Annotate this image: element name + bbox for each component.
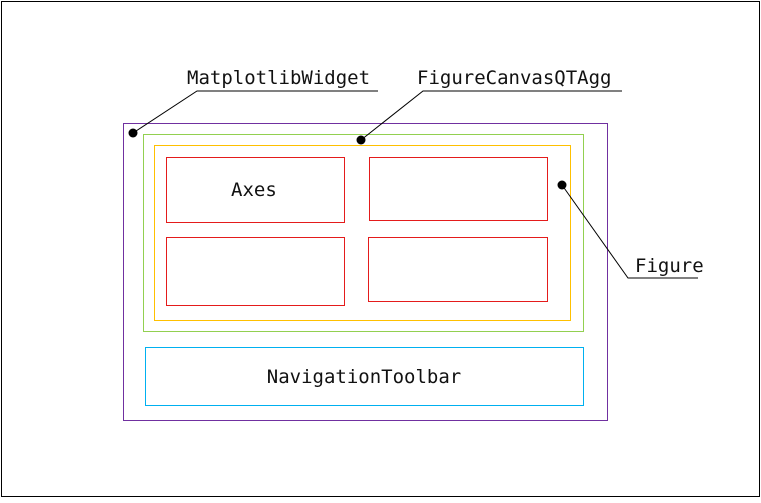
- axes-box-top-right: [369, 157, 548, 221]
- matplotlib-widget-leader-line: [132, 90, 378, 134]
- figure-canvas-label: FigureCanvasQTAgg: [417, 67, 611, 89]
- axes-label: Axes: [231, 179, 277, 201]
- axes-box-top-left: [166, 157, 345, 223]
- figure-label: Figure: [635, 255, 704, 277]
- axes-box-bottom-left: [166, 237, 345, 306]
- figure-box: [154, 145, 571, 321]
- navigation-toolbar-box: [145, 347, 584, 406]
- figure-canvas-leader-dot: [356, 135, 366, 145]
- matplotlib-widget-label: MatplotlibWidget: [187, 67, 370, 89]
- navigation-toolbar-label: NavigationToolbar: [267, 366, 461, 388]
- matplotlib-widget-box: [123, 123, 608, 421]
- figure-leader-line: [561, 184, 698, 279]
- axes-box-bottom-right: [368, 237, 548, 302]
- figure-canvas-box: [143, 134, 584, 332]
- figure-leader-dot: [557, 180, 567, 190]
- figure-canvas-leader-line: [360, 90, 622, 141]
- matplotlib-widget-leader-dot: [128, 128, 138, 138]
